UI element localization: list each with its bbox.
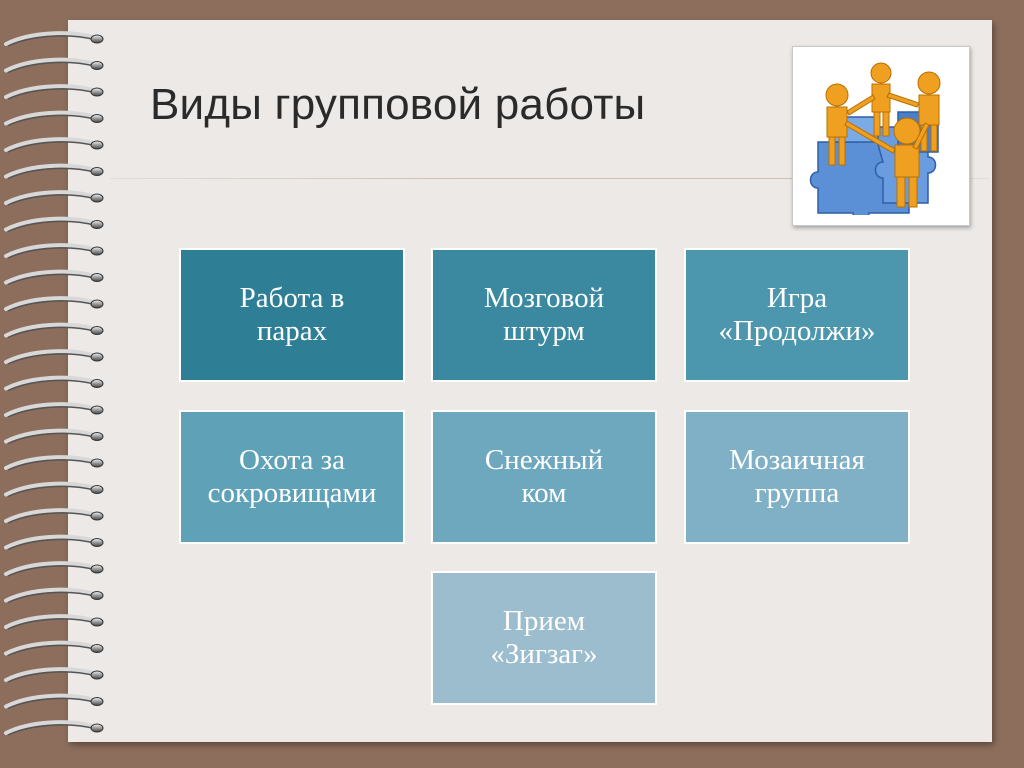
box-brainstorm: Мозговой штурм	[431, 248, 657, 382]
box-pair-work: Работа в парах	[179, 248, 405, 382]
box-snowball: Снежный ком	[431, 410, 657, 544]
teamwork-picture	[792, 46, 970, 226]
teamwork-people-puzzle-icon	[809, 62, 941, 215]
title-divider	[110, 178, 990, 179]
slide-title: Виды групповой работы	[150, 80, 646, 129]
box-treasure-hunt: Охота за сокровищами	[179, 410, 405, 544]
box-continue-game: Игра «Продолжи»	[684, 248, 910, 382]
box-zigzag: Прием «Зигзаг»	[431, 571, 657, 705]
spiral-binding	[4, 31, 104, 736]
box-mosaic-group: Мозаичная группа	[684, 410, 910, 544]
